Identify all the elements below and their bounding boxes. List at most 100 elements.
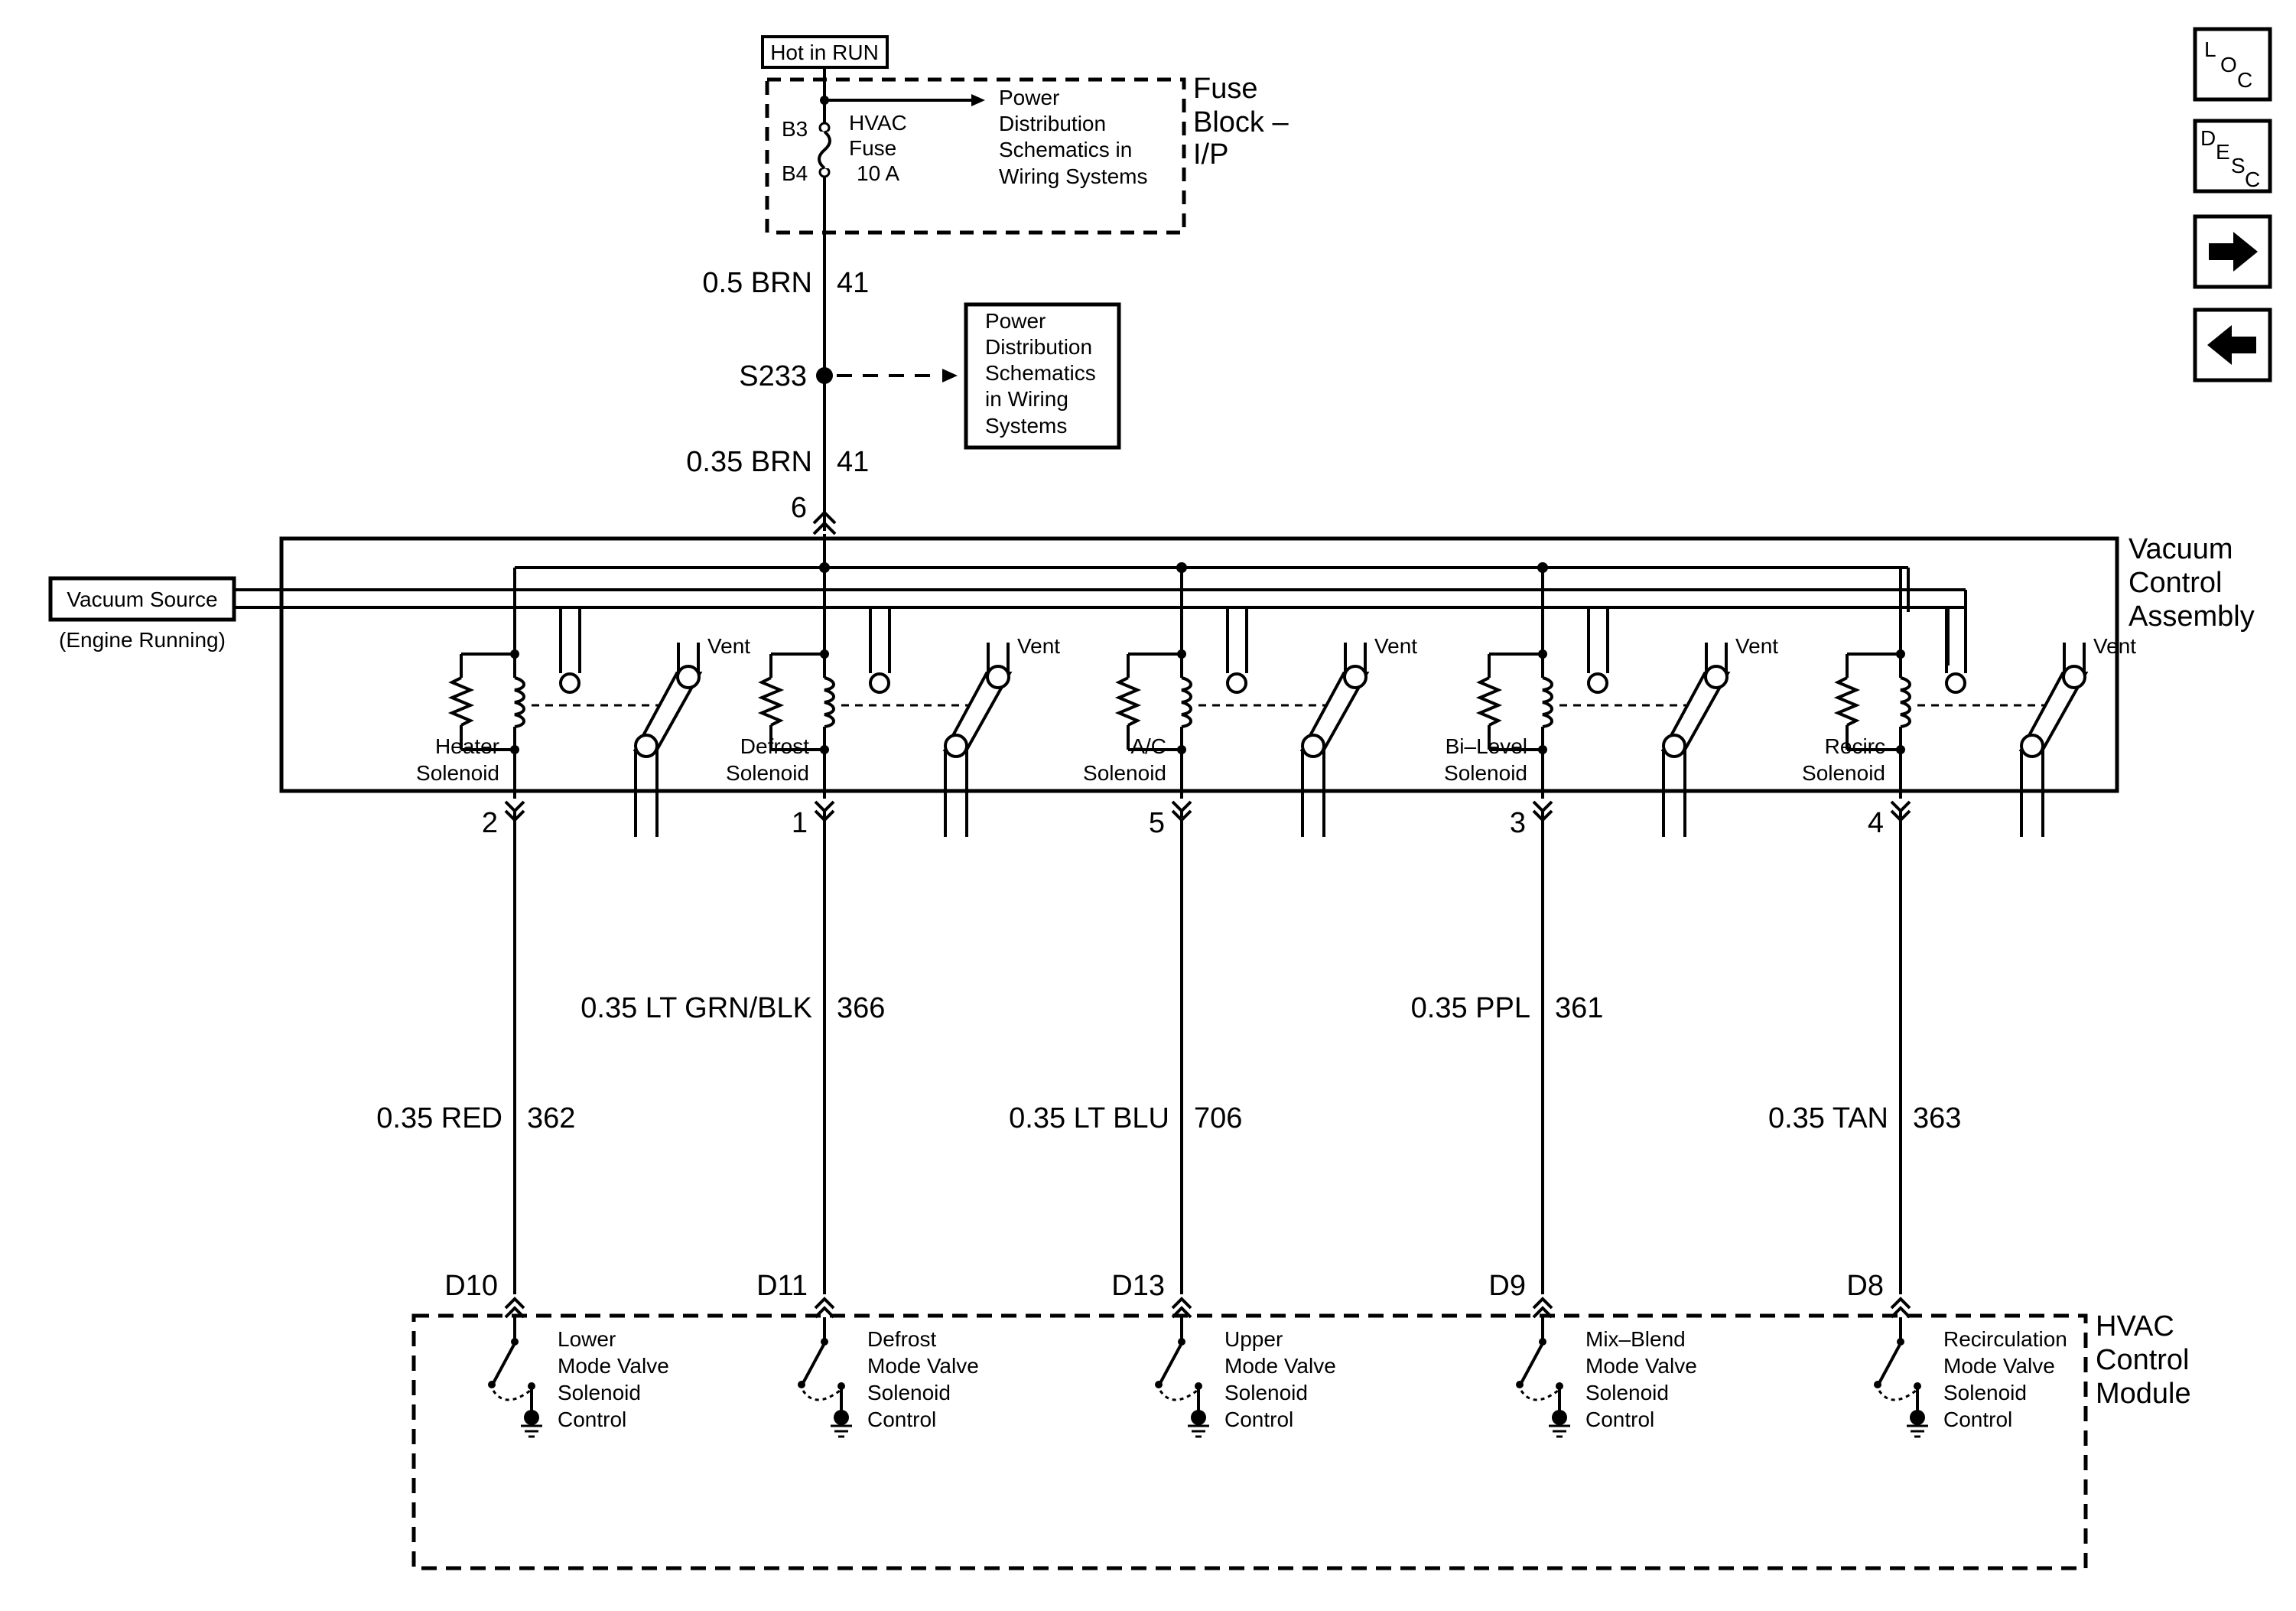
arrow-icon <box>942 369 958 382</box>
fuse-block-label: Fuse Block – I/P <box>1193 73 1289 171</box>
hvac-control-module-label: HVAC Control Module <box>2096 1310 2191 1410</box>
wire-gauge: 0.35 LT GRN/BLK <box>581 992 812 1024</box>
svg-text:Module: Module <box>2096 1378 2191 1410</box>
module-control-label: Solenoid <box>1943 1381 2027 1404</box>
solenoid-name: Solenoid <box>1444 761 1527 785</box>
module-control-label: Mix–Blend <box>1585 1327 1686 1351</box>
vent-label: Vent <box>1735 634 1778 658</box>
module-control-label: Control <box>1943 1408 2012 1431</box>
svg-text:L: L <box>2204 37 2216 61</box>
vacuum-control-assembly-label: Vacuum Control Assembly <box>2129 533 2255 633</box>
svg-text:Wiring Systems: Wiring Systems <box>999 164 1147 188</box>
solenoid-name: A/C <box>1130 734 1166 758</box>
vent-label: Vent <box>707 634 750 658</box>
wire-circuit: 363 <box>1913 1102 1961 1134</box>
svg-text:Block –: Block – <box>1193 106 1289 138</box>
solenoid-name: Defrost <box>740 734 809 758</box>
resistor-icon <box>1833 676 1861 727</box>
wire-gauge: 0.35 LT BLU <box>1009 1102 1169 1134</box>
pin-6: 6 <box>791 492 807 524</box>
svg-text:Distribution: Distribution <box>999 112 1106 135</box>
switch-icon <box>1520 1342 1544 1384</box>
svg-text:Assembly: Assembly <box>2129 600 2255 633</box>
power-ref-1: Power Distribution Schematics in Wiring … <box>999 86 1147 188</box>
module-control-label: Mode Valve <box>1585 1354 1697 1378</box>
wire-circuit: 362 <box>527 1102 575 1134</box>
module-control-label: Control <box>1224 1408 1293 1431</box>
wire-circuit: 361 <box>1555 992 1603 1024</box>
svg-text:Power: Power <box>985 309 1046 333</box>
pin-b4: B4 <box>782 161 808 185</box>
svg-text:Control: Control <box>2096 1344 2190 1376</box>
svg-text:Schematics in: Schematics in <box>999 138 1132 161</box>
desc-button[interactable]: D E S C <box>2193 119 2272 194</box>
vent-label: Vent <box>2093 634 2136 658</box>
next-button[interactable] <box>2193 214 2272 289</box>
module-control-label: Recirculation <box>1943 1327 2067 1351</box>
svg-text:I/P: I/P <box>1193 138 1228 171</box>
module-control-label: Solenoid <box>1224 1381 1308 1404</box>
svg-text:Vacuum: Vacuum <box>2129 533 2233 565</box>
fuse-block-outline <box>765 77 1186 235</box>
module-control-label: Solenoid <box>867 1381 951 1404</box>
wire-gauge: 0.35 RED <box>376 1102 502 1134</box>
pin-b3: B3 <box>782 117 808 141</box>
wire-gauge: 0.35 PPL <box>1411 992 1530 1024</box>
switch-icon <box>492 1342 516 1384</box>
connector-pin: 2 <box>482 807 498 839</box>
svg-text:Fuse: Fuse <box>1193 73 1257 105</box>
solenoid-name: Solenoid <box>416 761 499 785</box>
svg-text:HVAC: HVAC <box>849 111 907 135</box>
prev-button[interactable] <box>2193 308 2272 382</box>
solenoid-name: Solenoid <box>1083 761 1166 785</box>
svg-text:Schematics: Schematics <box>985 361 1096 385</box>
svg-text:Control: Control <box>2129 567 2223 599</box>
svg-text:D: D <box>2200 126 2216 150</box>
svg-text:O: O <box>2220 53 2237 76</box>
svg-text:Systems: Systems <box>985 414 1067 438</box>
coil-icon <box>514 676 525 728</box>
module-control-label: Defrost <box>867 1327 936 1351</box>
switch-icon <box>802 1342 826 1384</box>
switch-icon <box>1159 1342 1183 1384</box>
wire-top-gauge: 0.5 BRN <box>702 267 812 299</box>
solenoid-name: Heater <box>435 734 499 758</box>
svg-text:Power: Power <box>999 86 1059 109</box>
fuse-icon <box>818 130 831 170</box>
wire-gauge: 0.35 TAN <box>1768 1102 1888 1134</box>
vent-label: Vent <box>1374 634 1417 658</box>
svg-text:HVAC: HVAC <box>2096 1310 2174 1342</box>
svg-text:C: C <box>2237 68 2252 92</box>
solenoid-name: Solenoid <box>726 761 809 785</box>
connector-pin: 3 <box>1510 807 1526 839</box>
fuse-label: HVAC Fuse 10 A <box>849 111 907 185</box>
module-control-label: Solenoid <box>1585 1381 1669 1404</box>
connector-pin: 4 <box>1868 807 1884 839</box>
splice-label: S233 <box>739 360 807 392</box>
resistor-icon <box>1475 676 1503 727</box>
coil-icon <box>1181 676 1192 728</box>
svg-text:10 A: 10 A <box>857 161 899 185</box>
hvac-control-module-box <box>411 1313 2088 1570</box>
svg-text:C: C <box>2245 168 2260 191</box>
module-control-label: Mode Valve <box>867 1354 979 1378</box>
hot-in-run-label: Hot in RUN <box>770 41 879 64</box>
loc-button[interactable]: L O C <box>2193 27 2272 102</box>
svg-text:in Wiring: in Wiring <box>985 387 1068 411</box>
module-pin: D9 <box>1488 1270 1526 1302</box>
module-control-label: Mode Valve <box>1224 1354 1336 1378</box>
power-ref-2-box <box>964 302 1121 450</box>
coil-icon <box>824 676 835 728</box>
svg-text:Distribution: Distribution <box>985 335 1092 359</box>
wire-circuit: 366 <box>837 992 885 1024</box>
wire-top-circuit: 41 <box>837 267 869 299</box>
connector-pin: 5 <box>1149 807 1165 839</box>
vacuum-source-note: (Engine Running) <box>59 628 226 652</box>
arrow-left-icon <box>2207 325 2256 365</box>
vacuum-source-label: Vacuum Source <box>67 587 217 611</box>
